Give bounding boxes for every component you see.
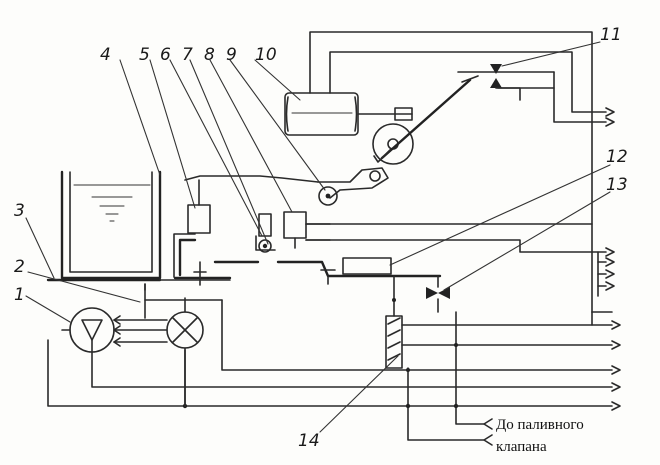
label-8: 8 bbox=[204, 45, 215, 65]
label-10: 10 bbox=[255, 45, 277, 65]
link-arrows bbox=[113, 283, 223, 347]
caption-line-2: клапана bbox=[496, 439, 547, 455]
label-14: 14 bbox=[298, 431, 320, 451]
relay-14 bbox=[385, 275, 403, 369]
component-8 bbox=[283, 211, 331, 249]
valve-13 bbox=[426, 275, 450, 313]
label-1: 1 bbox=[14, 285, 25, 305]
label-4: 4 bbox=[100, 45, 111, 65]
top-wiring bbox=[309, 31, 613, 313]
crank-wheel bbox=[372, 75, 479, 165]
label-13: 13 bbox=[606, 175, 628, 195]
lever-9 bbox=[317, 167, 389, 206]
label-12: 12 bbox=[606, 147, 628, 167]
pipe-4 bbox=[173, 233, 197, 278]
pump-1 bbox=[61, 307, 115, 353]
label-7: 7 bbox=[182, 45, 193, 65]
component-7 bbox=[255, 213, 276, 253]
right-arrows bbox=[605, 107, 615, 291]
label-6: 6 bbox=[160, 45, 171, 65]
motor-10 bbox=[284, 92, 413, 136]
label-3: 3 bbox=[14, 201, 25, 221]
tank bbox=[60, 170, 162, 280]
switch-11 bbox=[457, 64, 555, 89]
right-bus bbox=[305, 223, 607, 297]
lamp-2 bbox=[166, 297, 204, 407]
lower-arrows bbox=[483, 320, 621, 446]
label-9: 9 bbox=[226, 45, 237, 65]
main-plate bbox=[173, 257, 442, 286]
label-11: 11 bbox=[600, 25, 622, 45]
component-4 bbox=[187, 179, 211, 234]
leader-lines bbox=[25, 41, 611, 433]
rod-5 bbox=[184, 175, 319, 183]
label-5: 5 bbox=[139, 45, 150, 65]
label-2: 2 bbox=[14, 257, 25, 277]
caption-line-1: До паливного bbox=[496, 417, 584, 433]
